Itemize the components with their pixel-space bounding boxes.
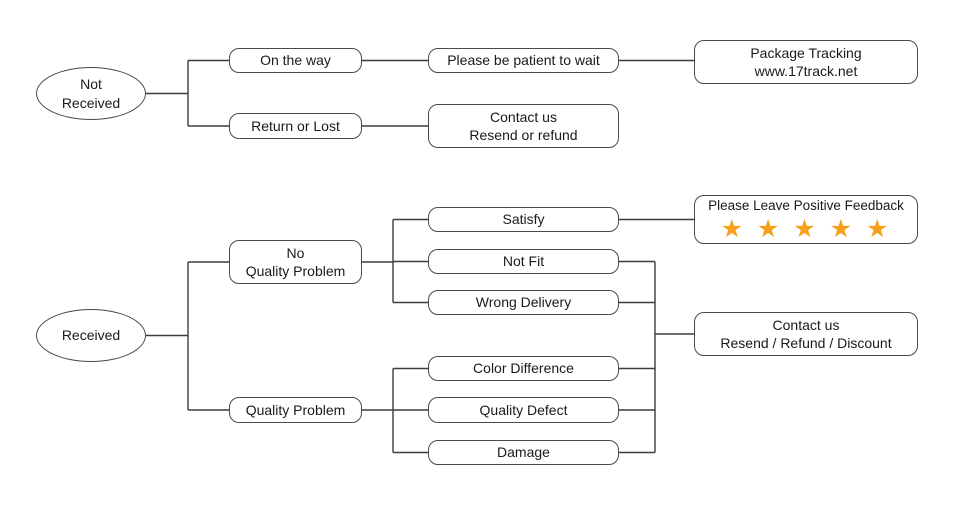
node-on-the-way: On the way: [229, 48, 362, 73]
node-not-received: Not Received: [36, 67, 146, 120]
positive-feedback-label: Please Leave Positive Feedback: [708, 198, 904, 214]
node-package-tracking: Package Tracking www.17track.net: [694, 40, 918, 84]
node-contact-us-resend-refund-discount: Contact us Resend / Refund / Discount: [694, 312, 918, 356]
star-icons: ★ ★ ★ ★ ★: [720, 213, 892, 243]
node-damage: Damage: [428, 440, 619, 465]
node-quality-problem: Quality Problem: [229, 397, 362, 423]
node-wrong-delivery: Wrong Delivery: [428, 290, 619, 315]
node-contact-us-resend-refund: Contact us Resend or refund: [428, 104, 619, 148]
node-please-be-patient: Please be patient to wait: [428, 48, 619, 73]
node-quality-defect: Quality Defect: [428, 397, 619, 423]
node-not-fit: Not Fit: [428, 249, 619, 274]
node-return-or-lost: Return or Lost: [229, 113, 362, 139]
node-satisfy: Satisfy: [428, 207, 619, 232]
node-positive-feedback: Please Leave Positive Feedback ★ ★ ★ ★ ★: [694, 195, 918, 244]
node-color-difference: Color Difference: [428, 356, 619, 381]
node-received: Received: [36, 309, 146, 362]
node-no-quality-problem: No Quality Problem: [229, 240, 362, 284]
